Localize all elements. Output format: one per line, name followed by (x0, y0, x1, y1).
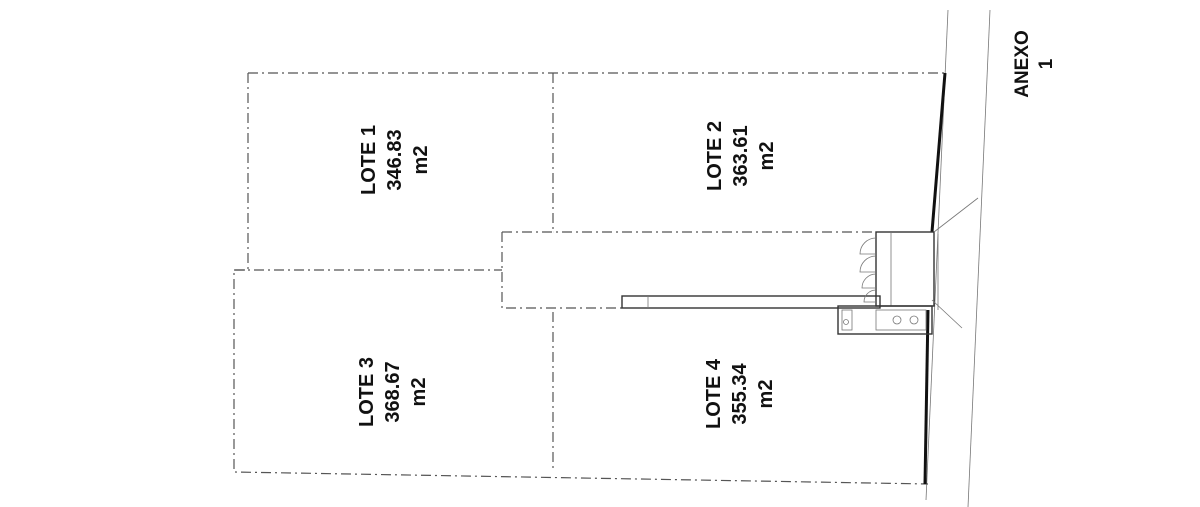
annex-number: 1 (1036, 58, 1057, 69)
lot-label-3: LOTE 3 368.67 m2 (356, 357, 430, 427)
lot-unit: m2 (756, 142, 778, 171)
annex-title: ANEXO (1012, 30, 1033, 98)
lot-name: LOTE 3 (356, 357, 378, 427)
lot-unit: m2 (410, 146, 432, 175)
street-edges (925, 9, 991, 507)
lot-name: LOTE 2 (704, 121, 726, 191)
lot-unit: m2 (408, 378, 430, 407)
access-corridor (621, 197, 979, 335)
lot-area: 368.67 (382, 361, 404, 422)
property-boundary (233, 72, 945, 485)
lot-label-2: LOTE 2 363.61 m2 (704, 121, 778, 191)
lot-label-1: LOTE 1 346.83 m2 (358, 125, 432, 195)
lot-label-4: LOTE 4 355.34 m2 (703, 358, 777, 429)
annex-label: ANEXO 1 (1012, 30, 1057, 98)
property-wall (923, 72, 947, 485)
lot-name: LOTE 4 (703, 358, 725, 429)
lot-area: 346.83 (384, 129, 406, 190)
lot-area: 355.34 (729, 363, 751, 425)
lot-area: 363.61 (730, 125, 752, 186)
lot-name: LOTE 1 (358, 125, 380, 195)
lot-unit: m2 (755, 380, 777, 409)
